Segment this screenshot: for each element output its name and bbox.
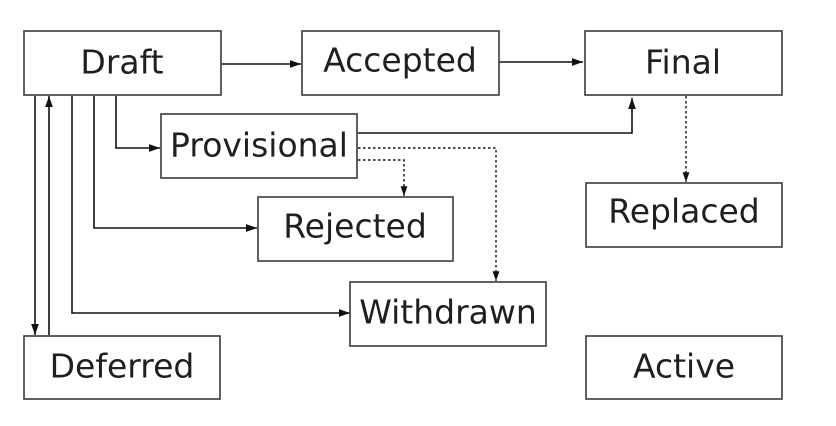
node-rejected-label: Rejected [283, 207, 427, 246]
node-accepted-box [301, 30, 500, 96]
node-replaced-box [585, 182, 783, 248]
node-provisional: Provisional [160, 113, 358, 179]
node-accepted: Accepted [301, 30, 500, 96]
node-active: Active [585, 335, 783, 400]
edge-provisional-to-final [358, 98, 636, 134]
node-rejected: Rejected [257, 196, 454, 262]
node-replaced: Replaced [585, 182, 783, 248]
node-provisional-label: Provisional [170, 126, 348, 165]
node-active-box [585, 335, 783, 400]
node-final-box [584, 30, 783, 96]
edge-provisional-to-rejected [358, 159, 408, 196]
edge-draft-to-rejected [93, 96, 257, 232]
node-rejected-box [257, 196, 454, 262]
node-withdrawn: Withdrawn [349, 281, 547, 347]
node-deferred: Deferred [23, 335, 221, 400]
node-final: Final [584, 30, 783, 96]
edge-draft-to-withdrawn [71, 96, 350, 317]
node-deferred-label: Deferred [50, 347, 195, 386]
node-active-label: Active [633, 347, 735, 386]
node-replaced-label: Replaced [608, 192, 759, 231]
edges [31, 58, 690, 335]
node-draft: Draft [23, 30, 222, 96]
node-withdrawn-box [349, 281, 547, 347]
node-draft-label: Draft [80, 43, 163, 82]
node-deferred-box [23, 335, 221, 400]
node-final-label: Final [645, 43, 721, 82]
node-draft-box [23, 30, 222, 96]
edge-draft-to-provisional [115, 96, 160, 152]
node-provisional-box [160, 113, 358, 179]
node-withdrawn-label: Withdrawn [359, 293, 537, 332]
node-accepted-label: Accepted [323, 41, 477, 80]
edge-provisional-to-withdrawn [358, 147, 500, 281]
